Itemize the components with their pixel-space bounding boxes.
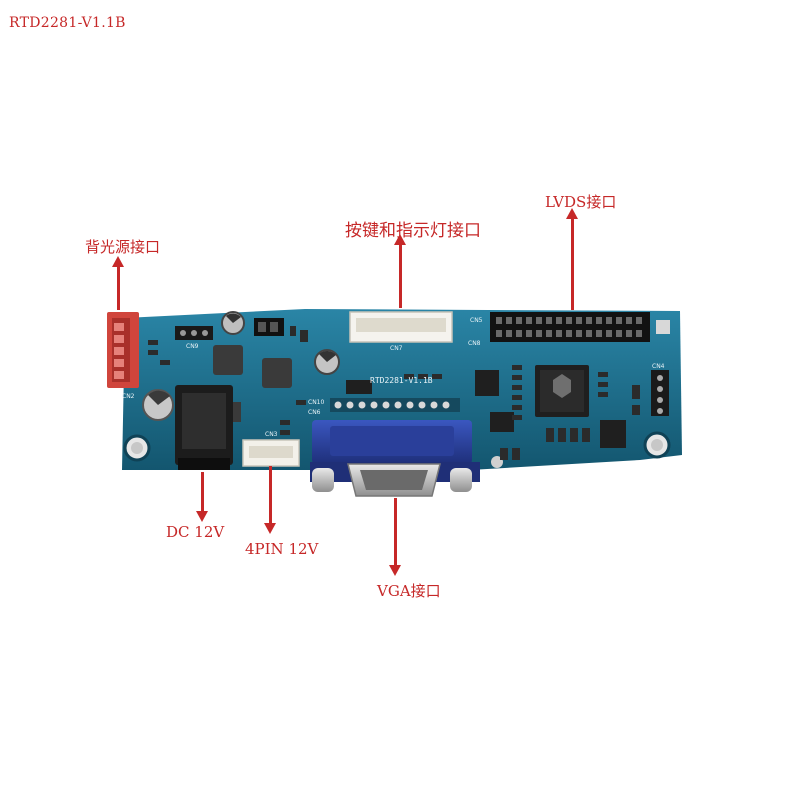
arrow-4pin [264,466,276,534]
smd-components [148,326,640,460]
keypad-connector [349,311,453,343]
arrow-backlight [112,256,124,310]
arrow-dc [196,472,208,522]
label-backlight: 背光源接口 [85,238,161,256]
backlight-connector [107,312,139,388]
board-model-title: RTD2281-V1.1B [9,15,126,31]
header-cn4 [651,370,669,416]
silkscreen-cn2: CN2 [122,393,135,400]
dc-jack [175,385,241,470]
silkscreen-cn7: CN7 [390,345,403,352]
arrow-keypad [394,234,406,308]
label-vga: VGA接口 [377,582,441,600]
inductor-1 [213,345,243,375]
silkscreen-cn5: CN5 [470,317,483,324]
label-lvds: LVDS接口 [545,193,617,211]
label-4pin: 4PIN 12V [245,540,319,558]
small-ic-1 [475,370,499,396]
silkscreen-cn10: CN10 [308,399,324,406]
label-dc: DC 12V [166,523,225,541]
pcb-board [122,309,682,470]
pin-row-cn10 [330,398,460,412]
capacitor-left [142,389,174,421]
main-ic-chip [535,365,589,417]
silkscreen-model-text: RTD2281-V1.1B [370,376,433,385]
small-ic-4 [490,412,514,432]
four-pin-connector [242,439,300,467]
vga-connector [310,420,480,497]
capacitor-middle [314,349,340,375]
silkscreen-cn8: CN8 [468,340,481,347]
silkscreen-cn4: CN4 [652,363,665,370]
label-keypad: 按键和指示灯接口 [345,221,481,241]
silkscreen-cn3: CN3 [265,431,278,438]
silkscreen-cn6: CN6 [308,409,321,416]
inductor-2 [262,358,292,388]
arrow-lvds [566,208,578,310]
lvds-connector [490,312,670,342]
small-ic-2 [600,420,626,448]
small-ic-3 [346,380,372,394]
capacitor-top [221,311,245,335]
jumper-header [254,318,284,336]
header-cn9 [175,326,213,340]
arrow-vga [389,498,401,576]
silkscreen-cn9: CN9 [186,343,199,350]
